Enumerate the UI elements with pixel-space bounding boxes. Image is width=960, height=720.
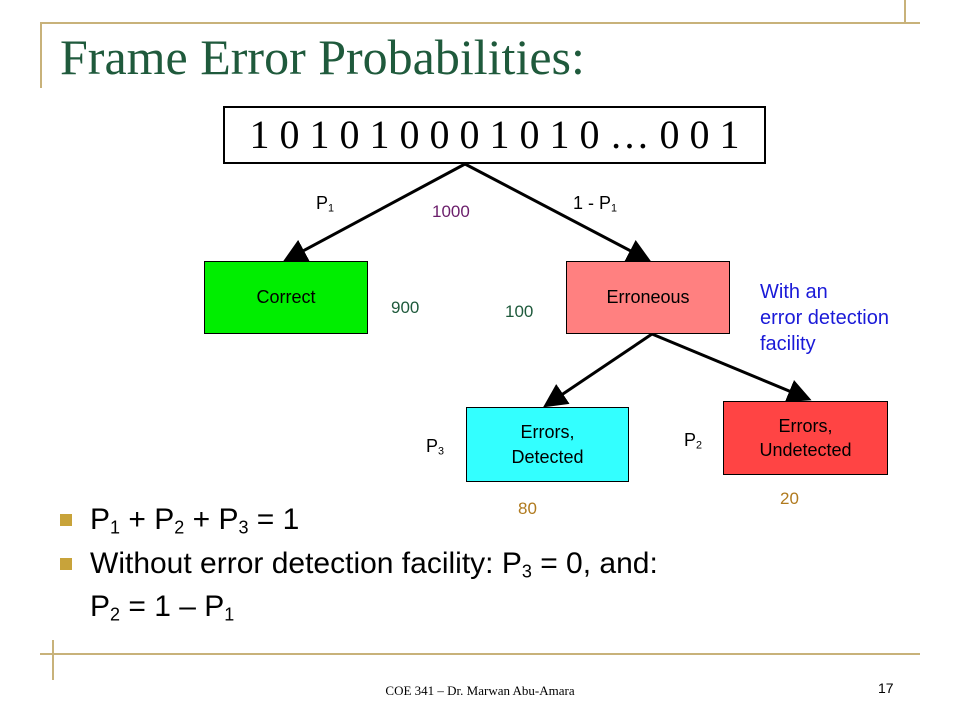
slide-title: Frame Error Probabilities: — [60, 29, 585, 85]
count-correct: 900 — [391, 298, 420, 317]
error-detection-note: With an error detection facility — [760, 279, 950, 357]
node-erroneous: Erroneous — [566, 261, 730, 334]
edge-erroneous-to-undetected — [651, 332, 812, 403]
bullet-without-detection: Without error detection facility: P3 = 0… — [60, 542, 658, 586]
edge-label-p3: P3 — [426, 436, 445, 458]
page-number: 17 — [878, 680, 894, 696]
edge-erroneous-to-detected — [543, 332, 653, 408]
node-errors-undetected: Errors, Undetected — [723, 401, 888, 475]
count-erroneous: 100 — [505, 302, 534, 321]
bullet-marker — [60, 514, 72, 526]
count-total: 1000 — [432, 202, 470, 221]
node-correct: Correct — [204, 261, 368, 334]
node-erroneous-label: Erroneous — [606, 287, 690, 308]
node-detected-line2: Detected — [511, 446, 584, 467]
node-errors-detected: Errors, Detected — [466, 407, 629, 482]
frame-right-rule — [904, 0, 906, 22]
frame-bottom-left-rule — [52, 640, 54, 680]
bullet-continuation: P2 = 1 – P1 — [90, 590, 235, 625]
edge-label-p1: P1 — [316, 193, 335, 215]
note-line1: With an — [760, 281, 828, 303]
note-line3: facility — [760, 333, 816, 355]
node-detected-line1: Errors, — [520, 422, 575, 443]
bit-sequence-box: 1 0 1 0 1 0 0 0 1 0 1 0 … 0 0 1 — [223, 106, 766, 164]
edge-root-to-correct — [282, 162, 466, 262]
count-detected: 80 — [518, 499, 537, 518]
frame-bottom-rule — [40, 653, 920, 655]
node-undetected-line1: Errors, — [778, 415, 833, 436]
frame-top-rule — [40, 22, 920, 24]
edge-label-p2: P2 — [684, 430, 703, 452]
slide-footer: COE 341 – Dr. Marwan Abu-Amara — [385, 683, 575, 698]
bullet-list: P1 + P2 + P3 = 1 Without error detection… — [60, 498, 658, 629]
node-undetected-line2: Undetected — [759, 440, 852, 460]
bullet-probability-sum: P1 + P2 + P3 = 1 — [60, 498, 658, 542]
edge-label-1-minus-p1: 1 - P1 — [573, 193, 618, 215]
edge-root-to-erroneous — [464, 162, 652, 262]
count-undetected: 20 — [780, 489, 799, 508]
note-line2: error detection — [760, 307, 889, 329]
bullet-marker — [60, 557, 72, 570]
frame-left-rule — [40, 22, 42, 88]
node-correct-label: Correct — [256, 287, 316, 308]
